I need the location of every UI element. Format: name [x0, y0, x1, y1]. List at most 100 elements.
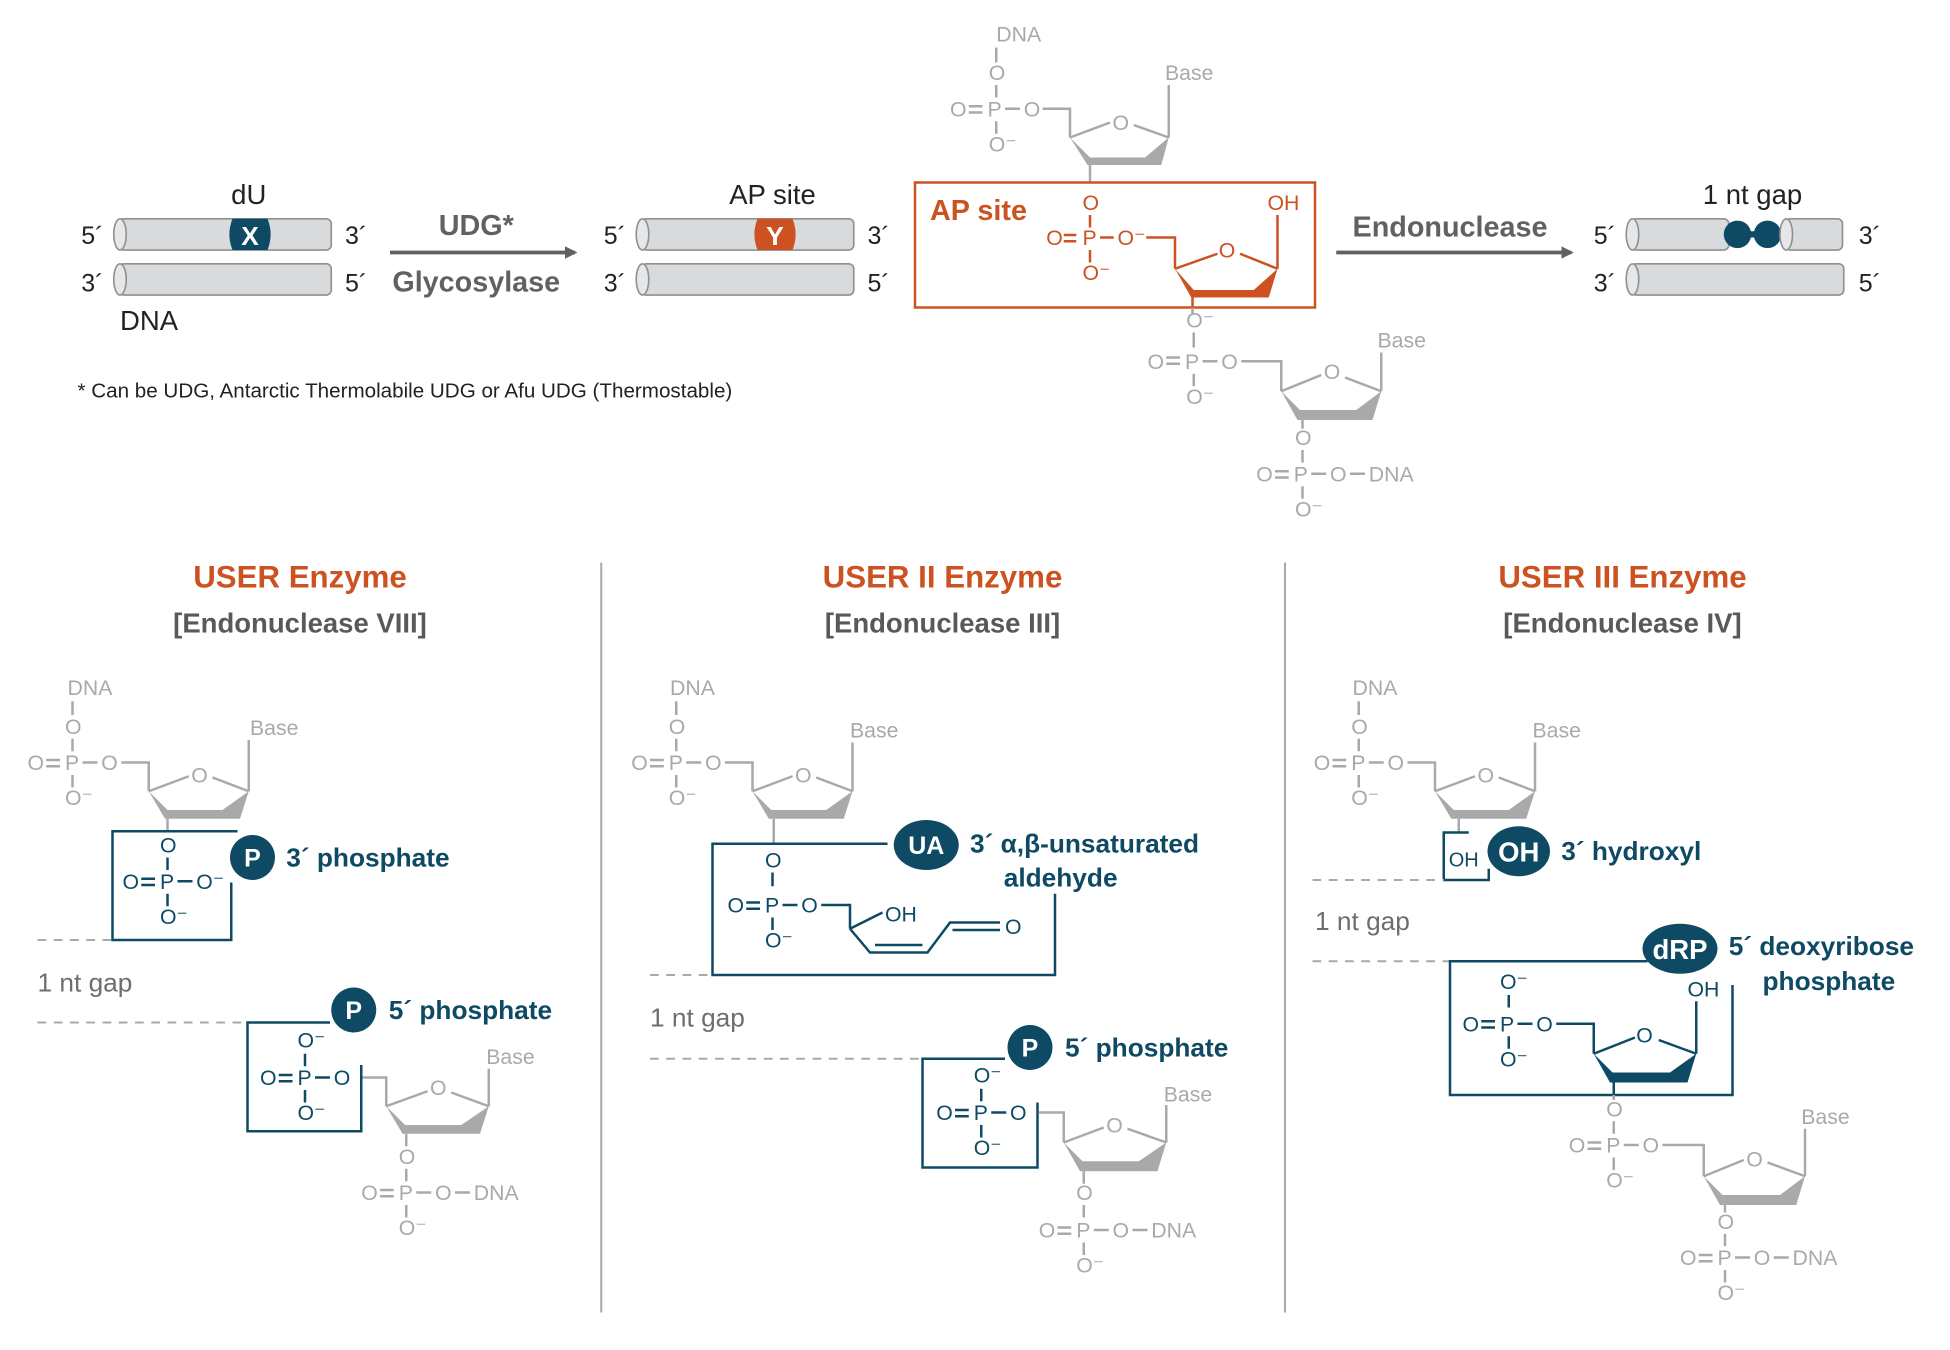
- udg-label: UDG*: [439, 210, 515, 242]
- atom-label: P: [1083, 226, 1097, 250]
- three-prime-end-label-line2: aldehyde: [1004, 862, 1118, 892]
- panel-title: USER II Enzyme: [823, 560, 1063, 595]
- gap-ends: [1723, 220, 1782, 249]
- atom-label: P: [1718, 1246, 1732, 1270]
- atom-label: P: [974, 1101, 988, 1125]
- atom-label: O⁻: [669, 786, 697, 810]
- gap-label: 1 nt gap: [650, 1002, 745, 1032]
- atom-label: O⁻: [1500, 1047, 1528, 1071]
- five-prime-end-label: 5´ phosphate: [389, 995, 552, 1025]
- atom-label: O: [1351, 715, 1368, 739]
- atom-label: O: [435, 1181, 452, 1205]
- three-prime-end-label: 3´ hydroxyl: [1561, 836, 1701, 866]
- atom-label: P: [1185, 350, 1199, 374]
- five-prime-phosphate-group: O⁻ O P O O⁻ P 5´ phosphate: [246, 987, 552, 1133]
- badge-text: P: [244, 844, 261, 872]
- atom-label: O: [669, 715, 686, 739]
- atom-label: O⁻: [974, 1136, 1002, 1160]
- atom-label: O: [1005, 915, 1022, 939]
- atom-label: O: [1256, 462, 1273, 486]
- dna-strand-top-left: [1625, 217, 1730, 251]
- dna-duplex-du: dU 5´ 3´ 3´ 5´ X DNA: [81, 179, 367, 336]
- downstream-nucleotide: O Base O O P O DNA O⁻: [1038, 1082, 1212, 1278]
- base-label: Base: [1378, 329, 1426, 353]
- badge-text: dRP: [1653, 934, 1708, 965]
- hydroxyl-label: OH: [1268, 191, 1300, 215]
- atom-label: O⁻: [1118, 226, 1146, 250]
- strand-end-5prime: 5´: [81, 222, 103, 250]
- five-prime-deoxyribose-phosphate-group: O⁻ O P O O⁻ O OH dRP 5´ deoxyribose: [1448, 923, 1914, 1097]
- atom-label: O⁻: [1351, 786, 1379, 810]
- atom-label: O: [28, 751, 45, 775]
- base-label: Base: [250, 716, 298, 740]
- atom-label: P: [1606, 1134, 1620, 1158]
- atom-label: O: [801, 894, 818, 918]
- ring-oxygen: O: [1219, 239, 1236, 263]
- dna-label: DNA: [996, 22, 1042, 46]
- base-label: Base: [1533, 719, 1581, 743]
- atom-label: O: [1463, 1012, 1480, 1036]
- panel-subtitle: [Endonuclease III]: [825, 608, 1060, 639]
- atom-label: O: [631, 751, 648, 775]
- ring-oxygen: O: [1113, 111, 1130, 135]
- atom-label: O: [1113, 1219, 1130, 1243]
- upstream-nucleotide: DNA O O P O O⁻ O Base: [1314, 676, 1581, 833]
- dna-label: DNA: [670, 676, 716, 700]
- atom-label: O: [1606, 1097, 1623, 1121]
- downstream-nucleotide: O⁻ O P O O⁻ O Base O O P O DNA: [1148, 307, 1426, 521]
- atom-label: P: [1351, 751, 1365, 775]
- dna-strand-bottom: [112, 262, 333, 296]
- hydroxyl-label: OH: [885, 902, 917, 926]
- atom-label: O⁻: [160, 905, 188, 929]
- atom-label: O⁻: [989, 132, 1017, 156]
- dna-label: DNA: [1793, 1246, 1839, 1270]
- hydroxyl-label: OH: [1688, 977, 1720, 1001]
- base-label: Base: [1165, 61, 1213, 85]
- atom-label: P: [1076, 1219, 1090, 1243]
- three-prime-phosphate-group: O O P O⁻ O⁻ P 3´ phosphate: [111, 830, 450, 942]
- ring-oxygen: O: [430, 1076, 447, 1100]
- ap-site-structure: DNA O O P O O⁻ O Base AP site O O: [913, 22, 1426, 521]
- atom-label: O: [728, 894, 745, 918]
- glycosylase-label: Glycosylase: [392, 266, 560, 298]
- atom-label: O⁻: [1186, 309, 1214, 333]
- atom-label: O⁻: [1606, 1169, 1634, 1193]
- atom-label: O: [1643, 1134, 1660, 1158]
- dna-strand-bottom: [1625, 262, 1845, 296]
- strand-end-5prime: 5´: [604, 222, 626, 250]
- atom-label: O⁻: [298, 1029, 326, 1053]
- dna-strand-top: [112, 217, 333, 251]
- strand-end-5prime: 5´: [1594, 222, 1616, 250]
- badge-text: P: [1022, 1034, 1039, 1062]
- atom-label: O: [1536, 1012, 1553, 1036]
- atom-label: O: [1076, 1181, 1093, 1205]
- atom-label: O: [399, 1145, 416, 1169]
- atom-label: O⁻: [1718, 1281, 1746, 1305]
- atom-label: O: [65, 715, 82, 739]
- ring-oxygen: O: [1636, 1024, 1653, 1048]
- ring-oxygen: O: [1746, 1147, 1763, 1171]
- udg-reaction-arrow: UDG* Glycosylase: [390, 210, 578, 298]
- strand-end-3prime: 3´: [604, 269, 626, 297]
- atom-label: O: [1046, 226, 1063, 250]
- strand-end-3prime: 3´: [868, 222, 890, 250]
- atom-label: O: [1024, 97, 1041, 121]
- atom-label: O⁻: [196, 870, 224, 894]
- strand-end-3prime: 3´: [1594, 269, 1616, 297]
- base-label: Base: [1164, 1082, 1212, 1106]
- ua-badge-icon: [893, 820, 959, 870]
- strand-end-3prime: 3´: [1859, 222, 1881, 250]
- five-prime-end-label-line2: phosphate: [1763, 966, 1896, 996]
- ap-site-box: [913, 181, 1317, 309]
- atom-label: P: [669, 751, 683, 775]
- atom-label: O: [1680, 1246, 1697, 1270]
- badge-text: P: [345, 997, 362, 1025]
- gap-label: 1 nt gap: [38, 967, 133, 997]
- atom-label: O: [1314, 751, 1331, 775]
- dna-label: DNA: [68, 676, 114, 700]
- phosphate-badge-icon: [331, 987, 377, 1033]
- atom-label: O⁻: [974, 1064, 1002, 1088]
- ap-marker-letter: Y: [766, 221, 784, 251]
- five-prime-end-label: 5´ phosphate: [1065, 1032, 1228, 1062]
- atom-label: O: [334, 1066, 351, 1090]
